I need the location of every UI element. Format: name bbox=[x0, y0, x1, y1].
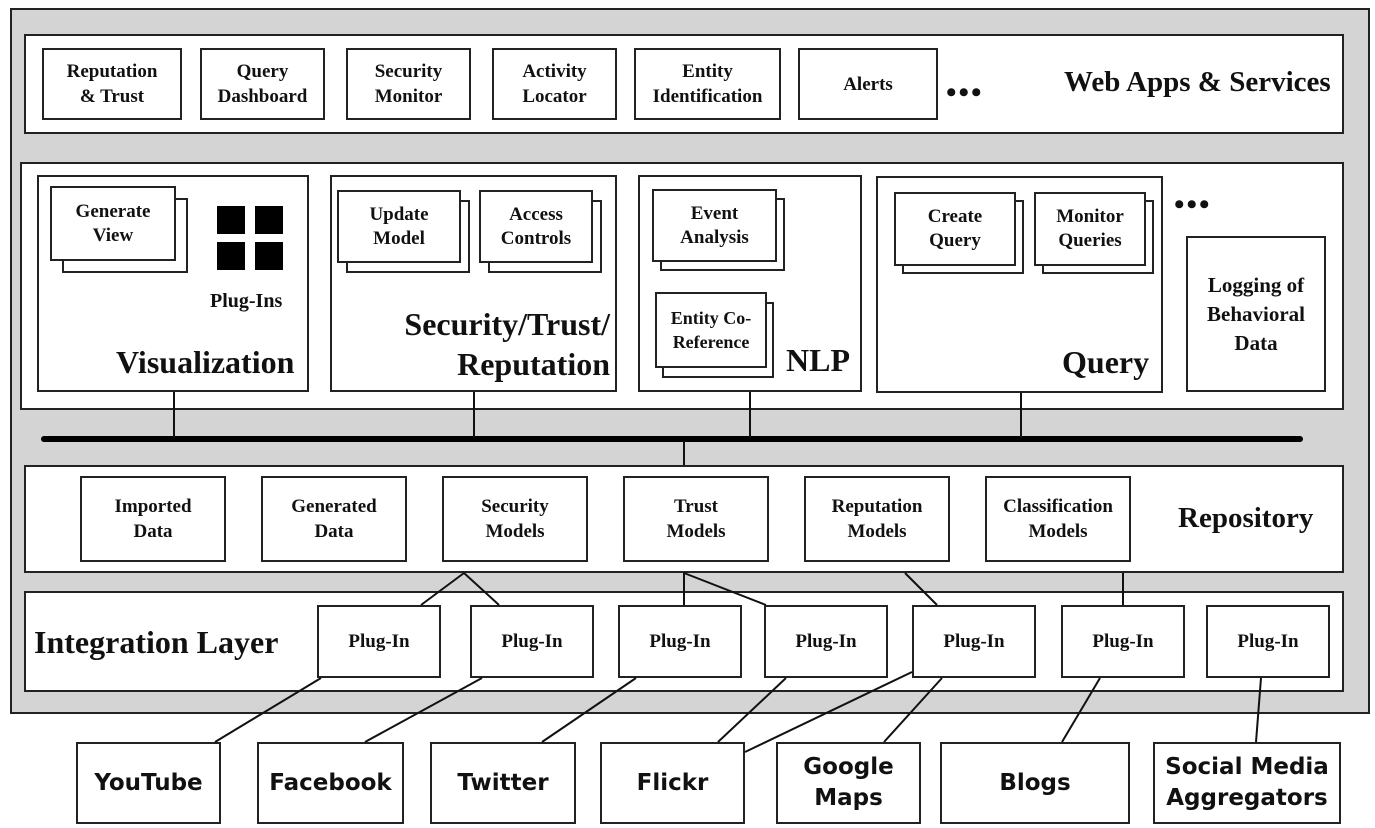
plugins-label: Plug-Ins bbox=[210, 290, 283, 312]
data-bus bbox=[41, 436, 1303, 442]
integration-plugin-2: Plug-In bbox=[470, 605, 594, 678]
repository-title: Repository bbox=[1178, 502, 1314, 534]
source-facebook: Facebook bbox=[257, 742, 404, 824]
integration-plugin-6: Plug-In bbox=[1061, 605, 1185, 678]
source-youtube: YouTube bbox=[76, 742, 221, 824]
repo-reputation-models: Reputation Models bbox=[804, 476, 950, 562]
nlp-title: NLP bbox=[786, 342, 850, 378]
generate-view-box: Generate View bbox=[50, 186, 176, 261]
repo-classification-models: Classification Models bbox=[985, 476, 1131, 562]
update-model-box: Update Model bbox=[337, 190, 461, 263]
repo-trust-models: Trust Models bbox=[623, 476, 769, 562]
web-app-alerts: Alerts bbox=[798, 48, 938, 120]
monitor-queries-box: Monitor Queries bbox=[1034, 192, 1146, 266]
integration-plugin-7: Plug-In bbox=[1206, 605, 1330, 678]
security-title: Security/Trust/ Reputation bbox=[404, 306, 610, 382]
repo-security-models: Security Models bbox=[442, 476, 588, 562]
query-title: Query bbox=[1062, 344, 1150, 380]
plugin-grid-icon-4 bbox=[255, 242, 283, 270]
access-controls-box: Access Controls bbox=[479, 190, 593, 263]
web-app-activity-locator: Activity Locator bbox=[492, 48, 617, 120]
plugin-grid-icon-3 bbox=[217, 242, 245, 270]
repo-imported-data: Imported Data bbox=[80, 476, 226, 562]
web-app-query-dashboard: Query Dashboard bbox=[200, 48, 325, 120]
create-query-box: Create Query bbox=[894, 192, 1016, 266]
web-app-security-monitor: Security Monitor bbox=[346, 48, 471, 120]
plugin-grid-icon-2 bbox=[255, 206, 283, 234]
integration-plugin-4: Plug-In bbox=[764, 605, 888, 678]
integration-plugin-1: Plug-In bbox=[317, 605, 441, 678]
event-analysis-box: Event Analysis bbox=[652, 189, 777, 262]
integration-plugin-3: Plug-In bbox=[618, 605, 742, 678]
source-twitter: Twitter bbox=[430, 742, 576, 824]
web-apps-title: Web Apps & Services bbox=[1064, 66, 1331, 98]
web-apps-ellipsis: ••• bbox=[946, 76, 984, 109]
middleware-ellipsis: ••• bbox=[1174, 188, 1212, 221]
plugin-grid-icon-1 bbox=[217, 206, 245, 234]
visualization-title: Visualization bbox=[116, 344, 295, 380]
integration-plugin-5: Plug-In bbox=[912, 605, 1036, 678]
web-app-entity-identification: Entity Identification bbox=[634, 48, 781, 120]
source-blogs: Blogs bbox=[940, 742, 1130, 824]
source-google-maps: Google Maps bbox=[776, 742, 921, 824]
source-social-media-aggregators: Social Media Aggregators bbox=[1153, 742, 1341, 824]
web-app-reputation-trust: Reputation & Trust bbox=[42, 48, 182, 120]
repo-generated-data: Generated Data bbox=[261, 476, 407, 562]
logging-box: Logging of Behavioral Data bbox=[1186, 236, 1326, 392]
entity-coref-box: Entity Co- Reference bbox=[655, 292, 767, 368]
integration-title: Integration Layer bbox=[34, 624, 279, 660]
source-flickr: Flickr bbox=[600, 742, 745, 824]
